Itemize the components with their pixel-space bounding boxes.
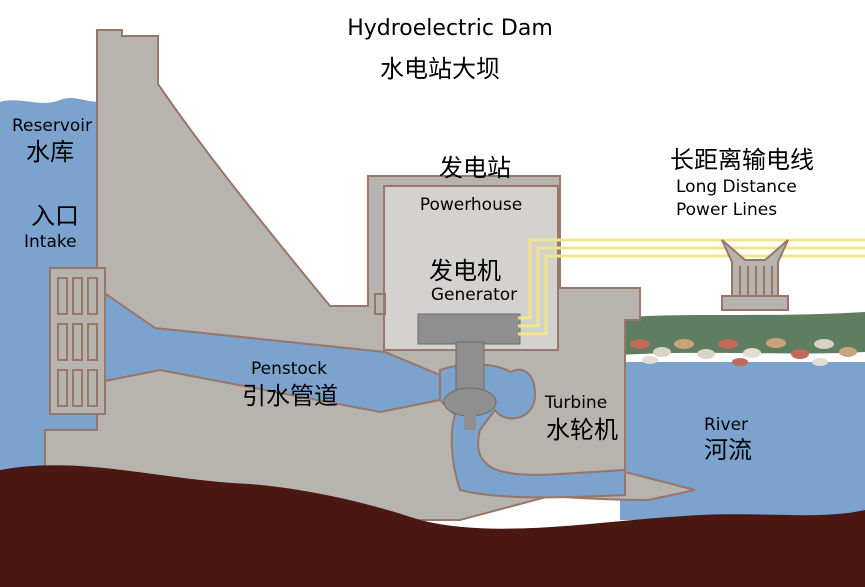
powerhouse-label-chinese: 发电站 [439,154,511,182]
powerhouse-label-english: Powerhouse [419,195,523,215]
turbine-label-chinese: 水轮机 [546,416,618,444]
power-lines-label-chinese: 长距离输电线 [670,146,814,174]
ground [0,465,865,587]
turbine-label-english: Turbine [544,393,608,413]
title-chinese: 水电站大坝 [380,55,500,83]
river-label-chinese: 河流 [704,436,752,464]
river-water [620,362,865,520]
intake-label-english: Intake [24,232,77,252]
penstock-label-chinese: 引水管道 [242,382,338,410]
penstock-label-english: Penstock [251,359,327,379]
reservoir-label-english: Reservoir [12,116,92,136]
intake-label-chinese: 入口 [31,202,79,230]
river-label-english: River [703,415,749,435]
reservoir-label-chinese: 水库 [26,138,74,166]
dam-body [44,29,696,521]
river-stones [630,338,857,366]
power-lines-label-english-line1: Long Distance [676,177,797,197]
intake-grate [49,267,106,415]
generator-label-chinese: 发电机 [429,257,501,285]
power-lines [518,238,865,336]
power-lines-label-english-line2: Power Lines [676,200,778,220]
powerhouse-slot [374,293,386,315]
transformer-tower [721,239,789,311]
generator-assembly [417,313,521,430]
title-english: Hydroelectric Dam [347,16,553,41]
generator-label-english: Generator [430,285,518,305]
